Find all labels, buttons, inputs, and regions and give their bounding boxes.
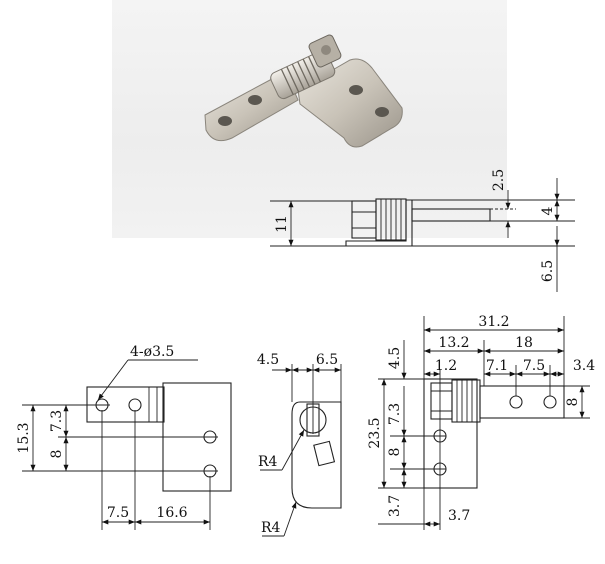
front-right-width-label: 16.6 <box>156 505 187 521</box>
top-a-label: 1.2 <box>435 358 457 374</box>
side-right-width-label: 4 <box>540 206 556 215</box>
top-d-label: 3.4 <box>573 358 595 374</box>
detail-right-width-label: 6.5 <box>316 352 338 368</box>
top-b-label: 7.1 <box>486 358 508 374</box>
top-c-label: 7.5 <box>523 358 545 374</box>
front-upper-height-label: 7.3 <box>49 410 65 432</box>
front-left-width-label: 7.5 <box>107 505 129 521</box>
detail-radius-top-label: R4 <box>258 454 278 470</box>
top-e-label: 8 <box>565 398 581 407</box>
top-f-label: 4.5 <box>387 347 403 369</box>
front-view <box>22 359 232 530</box>
side-height-label: 11 <box>274 215 290 233</box>
top-right-label: 18 <box>515 335 533 351</box>
top-j-label: 3.7 <box>387 495 403 517</box>
top-total-label: 31.2 <box>478 314 509 330</box>
side-view <box>270 178 575 292</box>
top-h-label: 7.3 <box>387 403 403 425</box>
hinge-photo-background <box>112 0 507 238</box>
top-k-label: 3.7 <box>448 508 470 524</box>
hinge-photo <box>204 34 403 148</box>
side-rod-label: 2.5 <box>491 169 507 191</box>
top-view <box>378 316 590 530</box>
front-total-height-label: 15.3 <box>16 422 32 453</box>
front-lower-height-label: 8 <box>49 450 65 459</box>
detail-view <box>260 364 342 537</box>
detail-left-width-label: 4.5 <box>257 352 279 368</box>
detail-radius-bottom-label: R4 <box>261 520 281 536</box>
top-g-label: 23.5 <box>367 417 383 448</box>
front-holes-label: 4-ø3.5 <box>130 344 174 360</box>
top-i-label: 8 <box>387 448 403 457</box>
top-left-label: 13.2 <box>438 335 469 351</box>
side-foot-label: 6.5 <box>540 260 556 282</box>
